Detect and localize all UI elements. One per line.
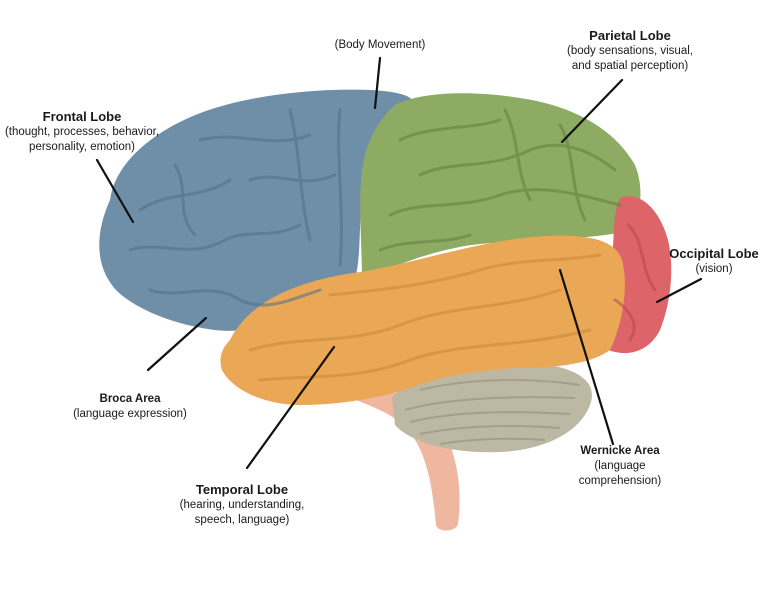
occipital-label-title: Occipital Lobe [669, 246, 759, 261]
temporal-label: Temporal Lobe (hearing, understanding, s… [172, 481, 312, 528]
wernicke-label: Wernicke Area (language comprehension) [565, 444, 675, 489]
occipital-gyri [613, 223, 657, 342]
frontal-label-desc-2: personality, emotion) [29, 141, 135, 153]
cerebellum-folds [404, 378, 581, 445]
parietal-label-desc-1: (body sensations, visual, [567, 45, 693, 57]
frontal-gyri [128, 108, 343, 307]
leader-line-broca [146, 316, 208, 372]
broca-label-desc: (language expression) [73, 408, 187, 420]
parietal-label-desc-2: and spatial perception) [571, 60, 689, 72]
parietal-label: Parietal Lobe (body sensations, visual, … [545, 27, 715, 74]
leader-line-frontal [95, 158, 135, 224]
occipital-label-desc: (vision) [695, 263, 733, 275]
parietal-gyri [378, 108, 622, 252]
temporal-gyri [248, 253, 602, 382]
temporal-label-desc-2: speech, language) [194, 514, 290, 526]
temporal-label-desc-1: (hearing, understanding, [179, 499, 305, 511]
occipital-label: Occipital Lobe (vision) [662, 245, 766, 277]
leader-line-wernicke [558, 268, 615, 446]
leader-line-occipital [655, 277, 703, 304]
wernicke-label-title: Wernicke Area [580, 445, 660, 457]
leader-line-temporal [245, 345, 336, 470]
leader-lines [95, 56, 703, 470]
wernicke-label-desc-1: (language [594, 460, 646, 472]
motor-label-desc: (Body Movement) [334, 39, 426, 51]
broca-label-title: Broca Area [99, 393, 161, 405]
wernicke-label-desc-2: comprehension) [578, 475, 662, 487]
leader-line-motor [373, 56, 382, 110]
leader-line-parietal [560, 78, 624, 144]
frontal-label: Frontal Lobe (thought, processes, behavi… [0, 108, 164, 155]
frontal-label-desc-1: (thought, processes, behavior, [4, 126, 160, 138]
parietal-lobe [360, 93, 641, 281]
temporal-label-title: Temporal Lobe [195, 482, 289, 497]
motor-label: (Body Movement) [320, 38, 440, 53]
parietal-label-title: Parietal Lobe [589, 28, 671, 43]
frontal-label-title: Frontal Lobe [42, 109, 122, 124]
broca-label: Broca Area (language expression) [60, 392, 200, 422]
frontal-lobe [99, 89, 414, 331]
